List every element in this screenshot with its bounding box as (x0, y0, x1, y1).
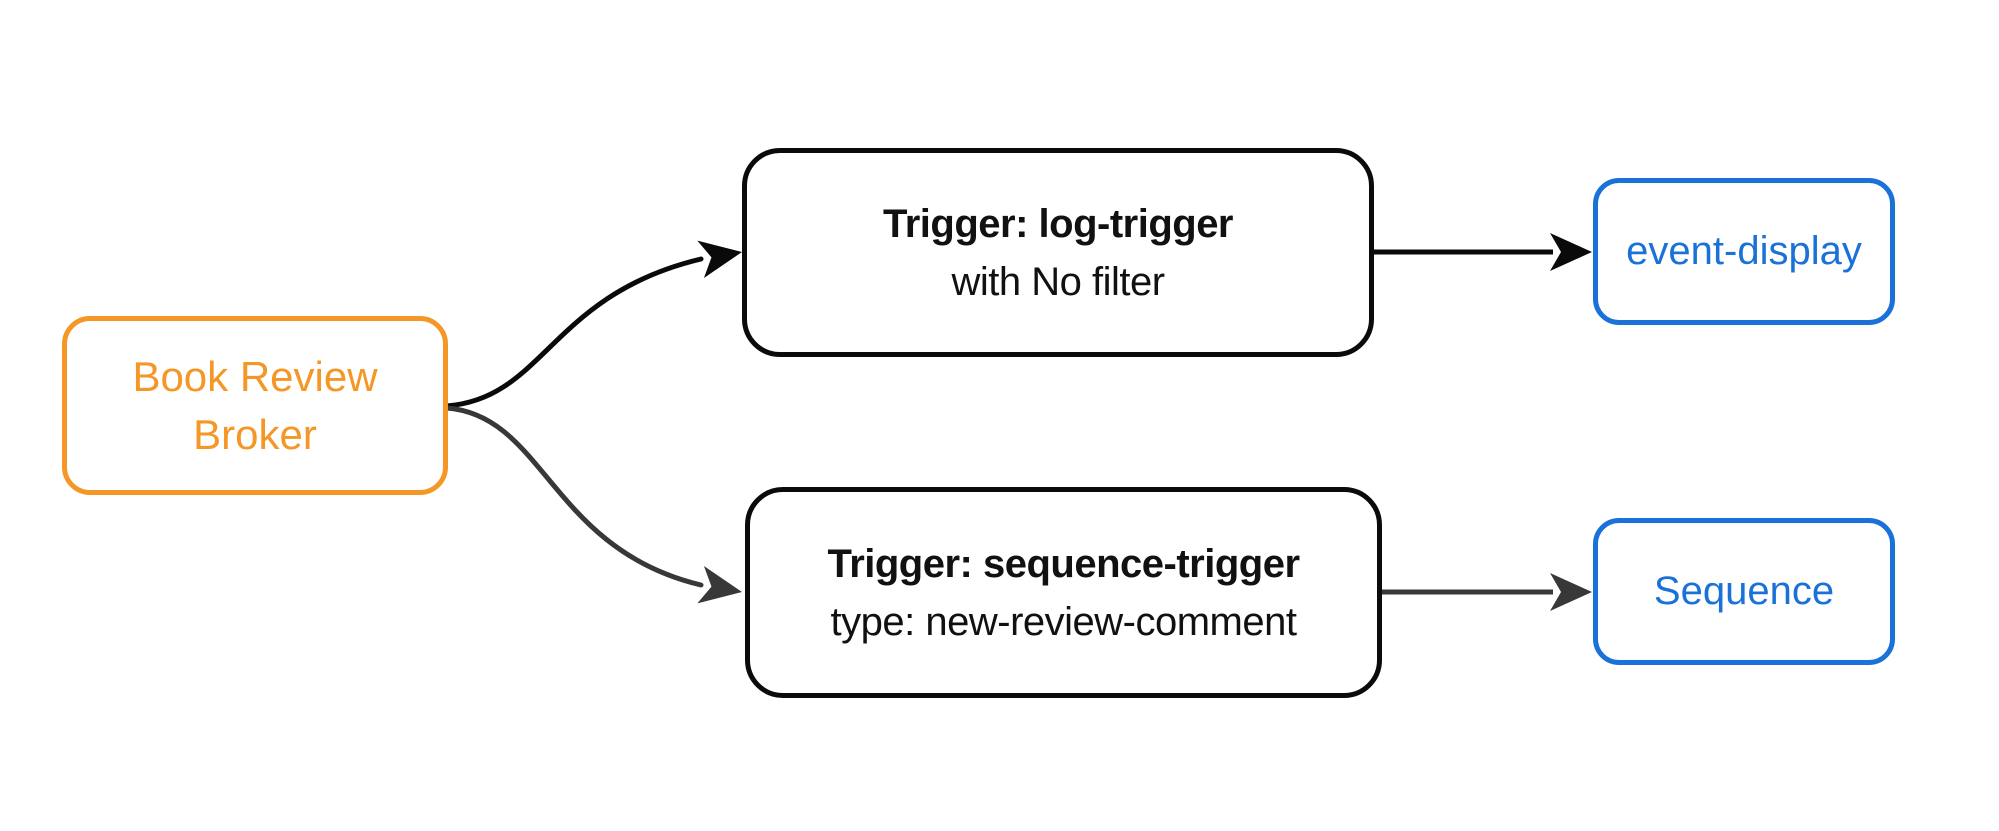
edge-broker-to-log-trigger (444, 256, 704, 409)
node-book-review-broker: Book Review Broker (62, 316, 448, 495)
arrowhead-log-trigger-icon (697, 240, 742, 279)
arrowhead-sequence-trigger-icon (697, 565, 742, 604)
arrowhead-event-display-icon (1550, 233, 1592, 271)
arrowhead-sequence-icon (1550, 573, 1592, 611)
sequence-label: Sequence (1653, 569, 1835, 613)
node-sequence-trigger: Trigger: sequence-trigger type: new-revi… (745, 487, 1382, 698)
sequence-trigger-title: Trigger: sequence-trigger (827, 541, 1300, 586)
sequence-trigger-subtitle: type: new-review-comment (830, 599, 1297, 644)
edge-broker-to-sequence-trigger (444, 405, 704, 588)
event-display-label: event-display (1626, 229, 1862, 273)
broker-label-line1: Book Review (132, 352, 378, 400)
log-trigger-subtitle: with No filter (951, 259, 1165, 304)
broker-label-line2: Broker (193, 410, 317, 458)
broker-label: Book Review Broker (132, 348, 377, 464)
node-event-display: event-display (1593, 178, 1895, 325)
node-sequence: Sequence (1593, 518, 1895, 665)
node-log-trigger: Trigger: log-trigger with No filter (742, 148, 1374, 357)
log-trigger-title: Trigger: log-trigger (883, 201, 1234, 246)
